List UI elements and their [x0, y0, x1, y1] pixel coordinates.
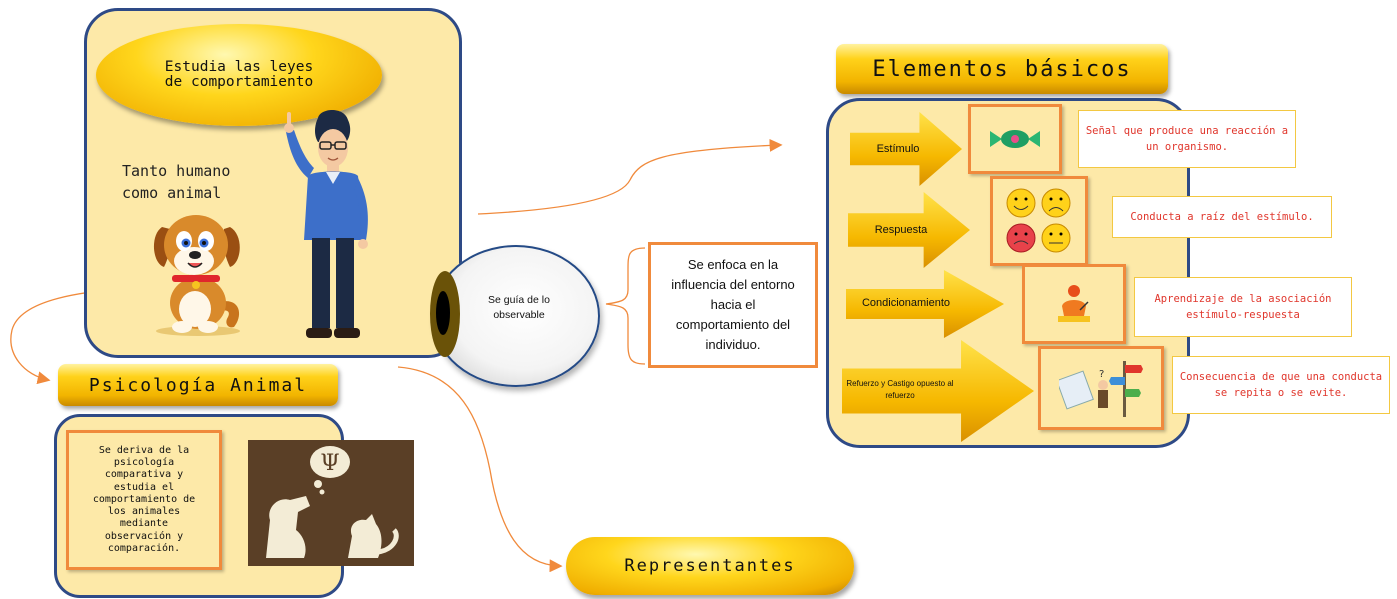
label-estimulo: Estímulo: [876, 143, 920, 155]
svg-text:?: ?: [1099, 369, 1104, 380]
representantes-title: Representantes: [624, 556, 796, 576]
label-respuesta: Respuesta: [874, 224, 928, 236]
emoji-faces-icon: [1006, 188, 1071, 253]
elementos-title: Elementos básicos: [872, 56, 1132, 82]
icon-box-respuesta: [990, 176, 1088, 266]
decision-signpost-icon: ?: [1059, 361, 1143, 417]
animal-psych-description: Se deriva de la psicología comparativa y…: [92, 445, 196, 554]
psi-symbol: Ψ: [320, 451, 339, 476]
icon-box-condicionamiento: [1022, 264, 1126, 344]
focus-box-text: Se enfoca en la influencia del entorno h…: [671, 257, 795, 352]
main-topic-title: Estudia las leyes de comportamiento: [96, 24, 382, 126]
animal-psych-description-box: Se deriva de la psicología comparativa y…: [66, 430, 222, 570]
def-refuerzo: Consecuencia de que una conducta se repi…: [1172, 356, 1390, 414]
label-condicionamiento: Condicionamiento: [861, 297, 951, 309]
dog-cat-psi-icon: Ψ: [266, 446, 399, 558]
connector-to-elementos: [477, 138, 783, 215]
writing-person-icon: [1058, 285, 1090, 322]
animal-psych-title-banner: Psicología Animal: [58, 364, 338, 406]
focus-box: Se enfoca en la influencia del entorno h…: [648, 242, 818, 368]
main-topic-title-text: Estudia las leyes de comportamiento: [164, 59, 314, 90]
label-refuerzo: Refuerzo y Castigo opuesto al refuerzo: [846, 379, 954, 400]
def-respuesta: Conducta a raíz del estímulo.: [1112, 196, 1332, 238]
connector-to-representantes: [397, 366, 563, 573]
bracket-to-focus-box: [605, 247, 646, 365]
animal-psych-title: Psicología Animal: [88, 374, 308, 396]
elementos-title-banner: Elementos básicos: [836, 44, 1168, 94]
eye-node-label: Se guía de lo observable: [488, 294, 550, 321]
eye-node: Se guía de lo observable: [430, 245, 600, 387]
eye-iris-icon: [430, 271, 460, 357]
subject-note: Tanto humano como animal: [122, 162, 231, 202]
def-estimulo: Señal que produce una reacción a un orga…: [1078, 110, 1296, 168]
representantes-pill: Representantes: [566, 537, 854, 595]
icon-box-refuerzo: ?: [1038, 346, 1164, 430]
candy-icon: [990, 130, 1040, 148]
dog-illustration: [153, 215, 240, 336]
def-condicionamiento: Aprendizaje de la asociación estímulo-re…: [1134, 277, 1352, 337]
animal-psych-image: Ψ: [248, 440, 414, 566]
icon-box-estimulo: [968, 104, 1062, 174]
man-illustration: [284, 110, 368, 338]
